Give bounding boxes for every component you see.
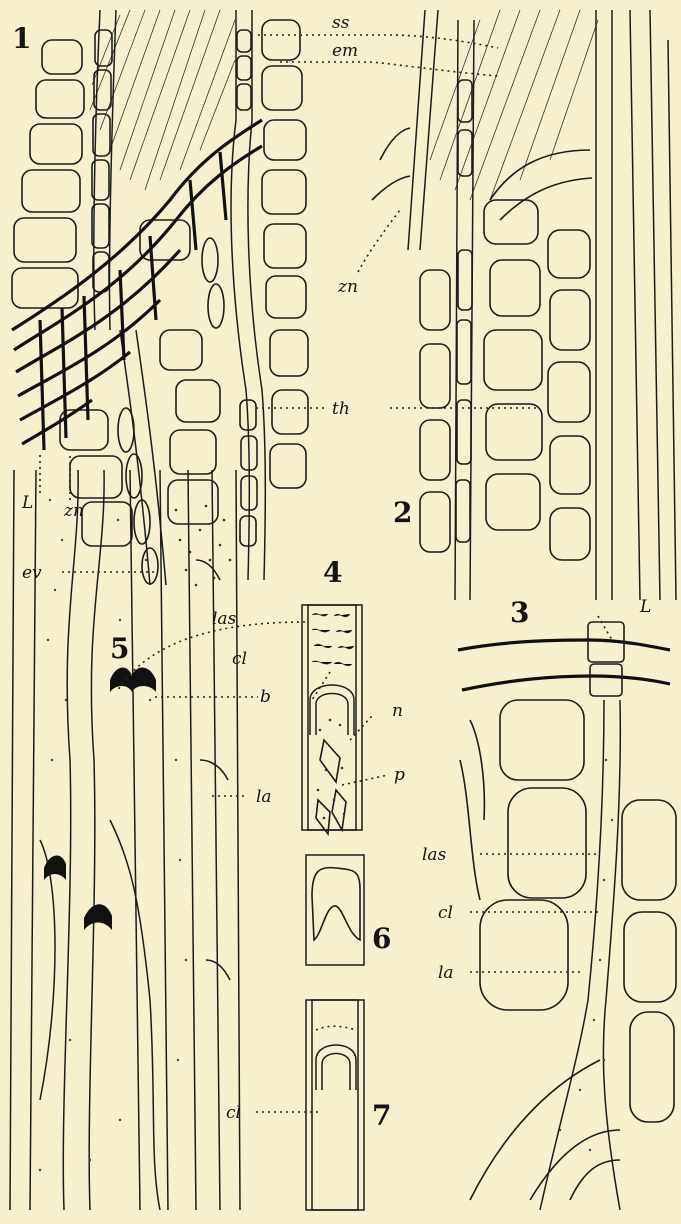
label-las-fig3: las xyxy=(422,845,447,865)
figure-number-3: 3 xyxy=(510,596,529,629)
figure-2-drawing xyxy=(372,10,676,600)
label-cl-fig3: cl xyxy=(438,903,453,923)
label-ss: ss xyxy=(332,13,350,33)
figure-3-drawing xyxy=(458,622,676,1210)
label-la-fig3: la xyxy=(438,963,454,983)
figure-number-6: 6 xyxy=(372,922,391,955)
figure-number-5: 5 xyxy=(110,632,129,665)
label-b: b xyxy=(260,687,271,707)
label-la-fig5: la xyxy=(256,787,272,807)
figure-number-7: 7 xyxy=(372,1099,391,1132)
label-n: n xyxy=(392,701,403,721)
figure-number-4: 4 xyxy=(323,556,342,589)
label-ev: ev xyxy=(22,563,42,583)
figure-number-1: 1 xyxy=(12,22,31,55)
figure-4-drawing xyxy=(302,605,362,834)
figure-number-2: 2 xyxy=(393,496,412,529)
label-em: em xyxy=(332,41,358,61)
figure-6-drawing xyxy=(306,855,364,965)
figure-5-drawing xyxy=(10,470,240,1210)
figure-7-drawing xyxy=(306,1000,364,1210)
label-L-fig3: L xyxy=(639,597,651,617)
label-L-fig1: L xyxy=(21,493,33,513)
label-p: p xyxy=(394,765,405,785)
label-las-fig5: las xyxy=(212,609,237,629)
label-zn-fig2: zn xyxy=(337,277,358,297)
label-cl-fig4: cl xyxy=(232,649,247,669)
label-zn-fig1: zn xyxy=(63,501,84,521)
label-cl-fig7: cl xyxy=(226,1103,241,1123)
label-th: th xyxy=(332,399,350,419)
